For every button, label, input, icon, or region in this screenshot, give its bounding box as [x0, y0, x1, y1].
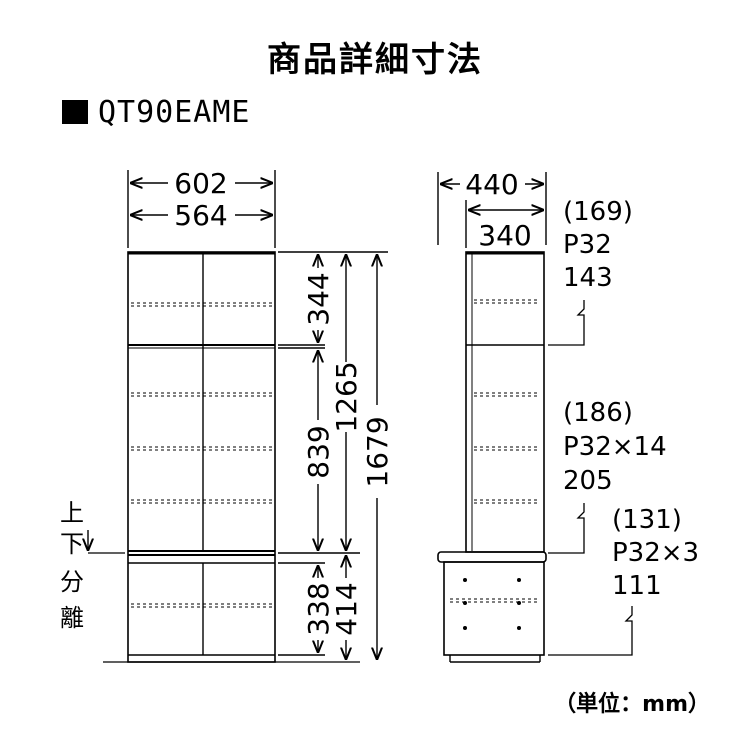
front-cabinet-outline	[127, 251, 276, 663]
side-lower-shelves	[450, 598, 540, 603]
front-width-dimensions	[127, 170, 276, 248]
split-char-1: 上	[60, 499, 84, 527]
dim-middle-section: 839	[302, 425, 335, 478]
dim-lower-total: 414	[330, 582, 363, 635]
split-label: 上 下 分 離	[60, 499, 125, 632]
low-pitch-pitch: P32×3	[612, 538, 699, 568]
dim-lower-section: 338	[302, 582, 335, 635]
pitch-callout-mid: (186) P32×14 205	[548, 398, 667, 554]
split-char-4: 離	[60, 604, 84, 632]
model-heading: QT90EAME	[62, 95, 251, 130]
side-depth-dimensions	[437, 172, 547, 248]
dim-overall-height: 1679	[361, 416, 394, 487]
top-pitch-value: 143	[563, 263, 613, 293]
mid-pitch-value: 205	[563, 466, 613, 496]
pitch-callout-low: (131) P32×3 111	[548, 505, 699, 656]
dim-upper-total: 1265	[330, 361, 363, 432]
front-width-outer: 602	[174, 167, 227, 200]
front-shelves	[131, 302, 272, 608]
top-pitch-leader	[548, 300, 585, 346]
side-counter-top	[437, 551, 547, 563]
split-char-2: 下	[60, 530, 84, 558]
front-width-inner: 564	[174, 199, 227, 232]
side-drawer-knobs	[463, 578, 521, 630]
front-view	[103, 251, 360, 663]
side-lower-outline	[443, 561, 545, 656]
split-char-3: 分	[60, 568, 84, 596]
square-bullet-icon	[62, 100, 88, 124]
mid-pitch-spacing: (186)	[563, 398, 633, 428]
top-pitch-spacing: (169)	[563, 197, 633, 227]
knob	[517, 601, 521, 605]
low-pitch-value: 111	[612, 571, 662, 601]
low-pitch-spacing: (131)	[612, 505, 682, 535]
side-view	[437, 251, 547, 663]
mid-pitch-leader	[548, 503, 585, 554]
knob	[463, 601, 467, 605]
knob	[463, 578, 467, 582]
mid-pitch-pitch: P32×14	[563, 432, 667, 462]
unit-note: （単位：mm）	[554, 692, 710, 717]
side-upper-outline	[465, 251, 545, 553]
model-number: QT90EAME	[98, 95, 251, 130]
front-height-dimensions	[278, 251, 388, 660]
low-pitch-leader	[548, 606, 633, 656]
side-depth-outer: 440	[465, 168, 518, 201]
pitch-callout-top: (169) P32 143	[548, 197, 633, 346]
page-title: 商品詳細寸法	[267, 40, 483, 80]
side-depth-inner: 340	[478, 219, 531, 252]
side-shelves	[474, 299, 540, 504]
dim-upper-section: 344	[302, 272, 335, 325]
top-pitch-pitch: P32	[563, 230, 612, 260]
knob	[517, 626, 521, 630]
knob	[517, 578, 521, 582]
knob	[463, 626, 467, 630]
